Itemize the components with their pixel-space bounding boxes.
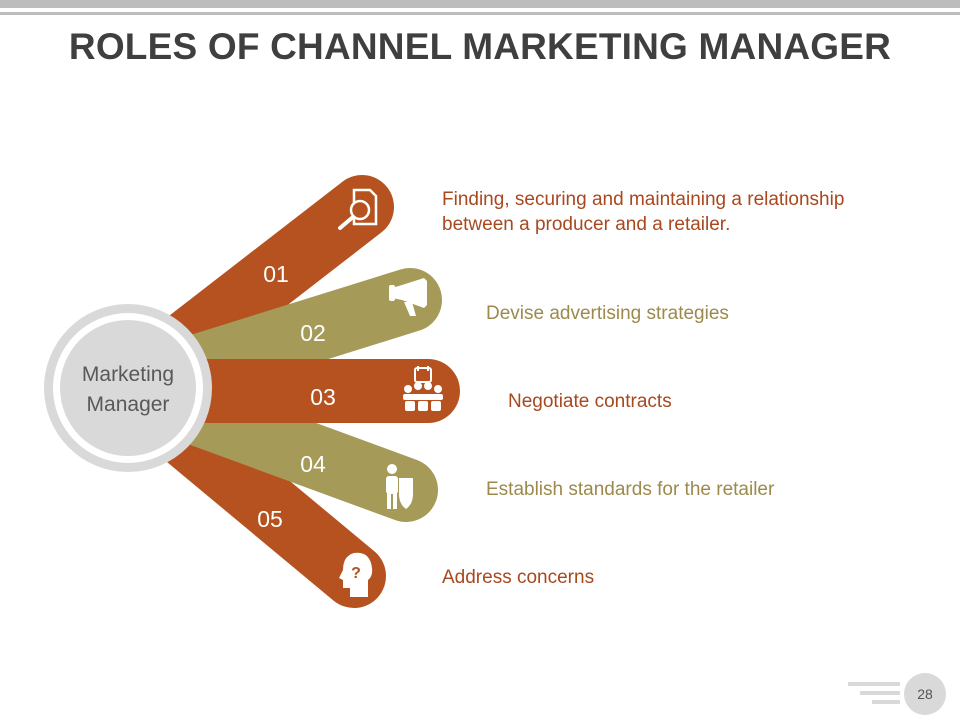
footer-lines-decoration — [848, 682, 900, 709]
number-03: 03 — [310, 384, 336, 410]
center-label-line2: Manager — [87, 393, 170, 416]
document-search-icon — [338, 188, 378, 230]
head-question-icon: ? — [339, 552, 373, 597]
svg-text:?: ? — [351, 565, 361, 582]
number-04: 04 — [300, 451, 326, 477]
role-text-01: Finding, securing and maintaining a rela… — [442, 189, 845, 235]
role-text-04: Establish standards for the retailer — [486, 479, 775, 500]
page-title: ROLES OF CHANNEL MARKETING MANAGER — [68, 26, 892, 67]
meeting-icon — [403, 366, 443, 411]
role-text-02: Devise advertising strategies — [486, 303, 729, 324]
top-bar — [0, 0, 960, 8]
number-01: 01 — [263, 261, 289, 287]
role-text-05: Address concerns — [442, 567, 595, 588]
number-02: 02 — [300, 320, 326, 346]
person-shield-icon — [386, 464, 413, 509]
number-05: 05 — [257, 506, 283, 532]
page-number: 28 — [904, 673, 946, 715]
top-bar-thin — [0, 12, 960, 15]
megaphone-icon — [389, 278, 427, 316]
center-circle-inner — [60, 320, 196, 456]
center-label-line1: Marketing — [82, 363, 174, 386]
role-text-03: Negotiate contracts — [508, 391, 672, 412]
